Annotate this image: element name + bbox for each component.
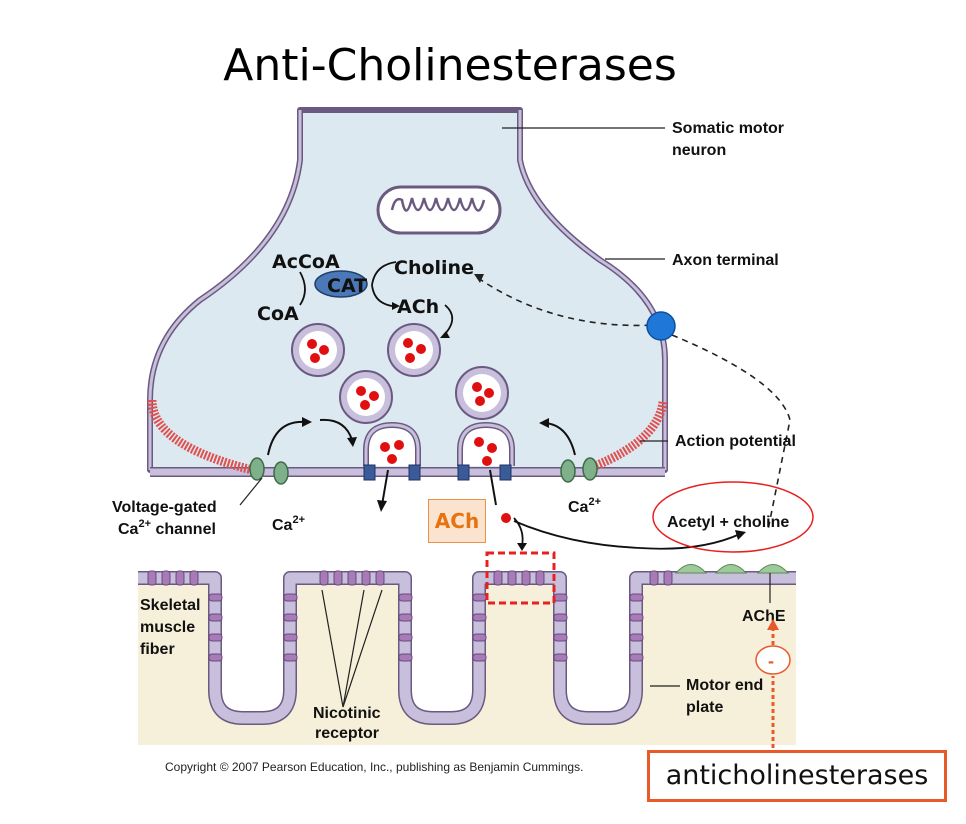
receptor-highlight-box (485, 551, 556, 605)
ca-label-right: Ca2+ (568, 496, 601, 516)
synaptic-vesicles (291, 323, 515, 466)
calcium-channels (249, 457, 598, 485)
muscle-label: muscle (140, 619, 195, 636)
action-potential-label: Action potential (675, 433, 796, 450)
calcium-arrows (267, 417, 576, 512)
neuron-label: neuron (672, 142, 726, 159)
fusing-vesicle (457, 421, 515, 466)
receptor-label: receptor (315, 725, 379, 742)
inhibition-indicator (755, 645, 791, 675)
vesicle (387, 323, 441, 377)
mitochondrion (376, 185, 502, 235)
somatic-motor-label: Somatic motor (672, 120, 784, 137)
ca-label-left: Ca2+ (272, 514, 305, 534)
voltage-gated-label: Voltage-gated (112, 499, 217, 516)
vesicle (455, 366, 509, 420)
choline-transporter (646, 311, 676, 341)
motor-end-label: Motor end (686, 677, 763, 694)
minus-sign: - (768, 651, 774, 671)
skeletal-label: Skeletal (140, 597, 200, 614)
acetyl-choline-label: Acetyl + choline (667, 514, 789, 531)
coa-label: CoA (257, 303, 299, 325)
nicotinic-label: Nicotinic (313, 705, 381, 722)
fusing-vesicle (363, 421, 421, 466)
axon-terminal (147, 107, 668, 473)
page-title: Anti-Cholinesterases (223, 40, 677, 91)
copyright-text: Copyright © 2007 Pearson Education, Inc.… (165, 760, 584, 774)
ach-callout: ACh (428, 499, 486, 543)
ach-molecule (501, 513, 511, 523)
ache-label: AChE (742, 608, 786, 625)
plate-label: plate (686, 699, 723, 716)
release-sites (363, 464, 512, 481)
accoa-label: AcCoA (272, 251, 340, 273)
acetyl-choline-oval (652, 481, 814, 553)
anticholinesterases-box: anticholinesterases (647, 750, 947, 802)
leader-lines (239, 127, 771, 708)
fiber-label: fiber (140, 641, 175, 658)
synthesis-arrows (299, 261, 454, 338)
action-potential-regions (147, 399, 668, 475)
axon-terminal-label: Axon terminal (672, 252, 779, 269)
cat-enzyme (314, 270, 368, 298)
nicotinic-receptors (147, 570, 673, 662)
ach-synth-label: ACh (397, 296, 439, 318)
ca-channel-label: Ca2+ channel (118, 518, 216, 538)
choline-reuptake-path (477, 277, 791, 531)
cat-label: CAT (327, 275, 367, 297)
vesicle (291, 323, 345, 377)
muscle-fiber (138, 575, 796, 745)
ache-enzymes (674, 564, 790, 574)
choline-label: Choline (394, 257, 474, 279)
vesicle (339, 370, 393, 424)
